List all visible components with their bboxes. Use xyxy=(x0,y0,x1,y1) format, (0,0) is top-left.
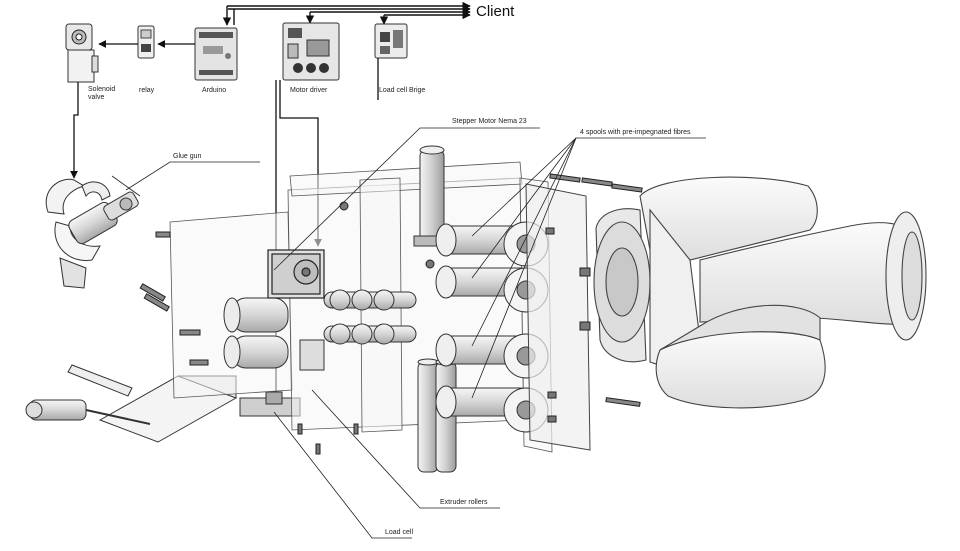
leader-lines xyxy=(125,127,706,539)
motor-driver-part xyxy=(282,22,340,81)
spools-label: 4 spools with pre-impegnated fibres xyxy=(580,129,691,136)
mounting-plate xyxy=(525,183,591,451)
solenoid-valve-label: Solenoid valve xyxy=(88,86,116,101)
stepper-motor-part xyxy=(267,249,325,299)
load-cell-bridge-part xyxy=(374,23,408,59)
solenoid-valve-part xyxy=(65,23,99,83)
extruder-rollers-part xyxy=(223,289,417,371)
load-cell-bridge-label: Load cell Brige xyxy=(379,87,426,94)
glue-gun-part xyxy=(45,175,141,289)
client-label: Client xyxy=(476,3,515,20)
motor-driver-label: Motor driver xyxy=(290,87,328,94)
relay-label: relay xyxy=(139,87,155,94)
load-cell-label: Load cell xyxy=(385,529,414,536)
glue-gun-label: Glue gun xyxy=(173,153,202,160)
client-wires xyxy=(222,1,471,26)
relay-part xyxy=(137,25,155,59)
small-hardware xyxy=(297,201,591,455)
extruder-rollers-label: Extruder rollers xyxy=(440,499,488,506)
arduino-label: Arduino xyxy=(202,87,227,94)
screws xyxy=(139,173,643,407)
stepper-motor-label: Stepper Motor Nema 23 xyxy=(452,118,527,125)
arduino-part xyxy=(194,27,238,81)
robot-wrist-part xyxy=(593,176,927,409)
